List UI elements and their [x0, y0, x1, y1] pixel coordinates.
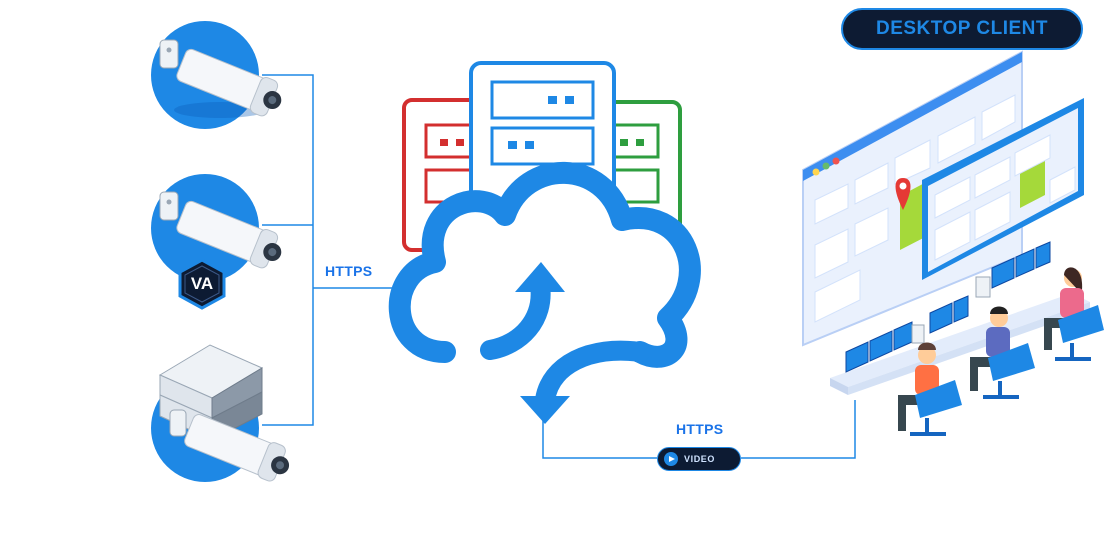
desktop-client-label: DESKTOP CLIENT: [875, 18, 1049, 39]
desktop-client-title: DESKTOP CLIENT: [841, 8, 1083, 50]
connector-lines: [262, 74, 856, 459]
ip-camera-icon: [151, 21, 282, 129]
video-badge-label: VIDEO: [684, 454, 716, 464]
nvr-camera-icon: [151, 344, 290, 482]
cloud-sync-icon: [388, 161, 701, 424]
ip-camera-analytics-icon: [151, 174, 282, 282]
map-window-icon: [922, 98, 1084, 280]
operator-3-icon: [1044, 267, 1104, 361]
play-icon: [664, 452, 678, 466]
operator-desk-icon: [830, 241, 1090, 395]
va-badge-label: VA: [190, 274, 214, 293]
https-label-cameras: HTTPS: [325, 263, 373, 279]
https-label-client: HTTPS: [676, 421, 724, 437]
operator-1-icon: [898, 342, 962, 436]
video-analytics-badge: VA: [176, 258, 228, 310]
video-stream-badge: VIDEO: [657, 447, 741, 471]
operator-2-icon: [970, 306, 1035, 399]
map-monitor-icon: [802, 50, 1023, 347]
